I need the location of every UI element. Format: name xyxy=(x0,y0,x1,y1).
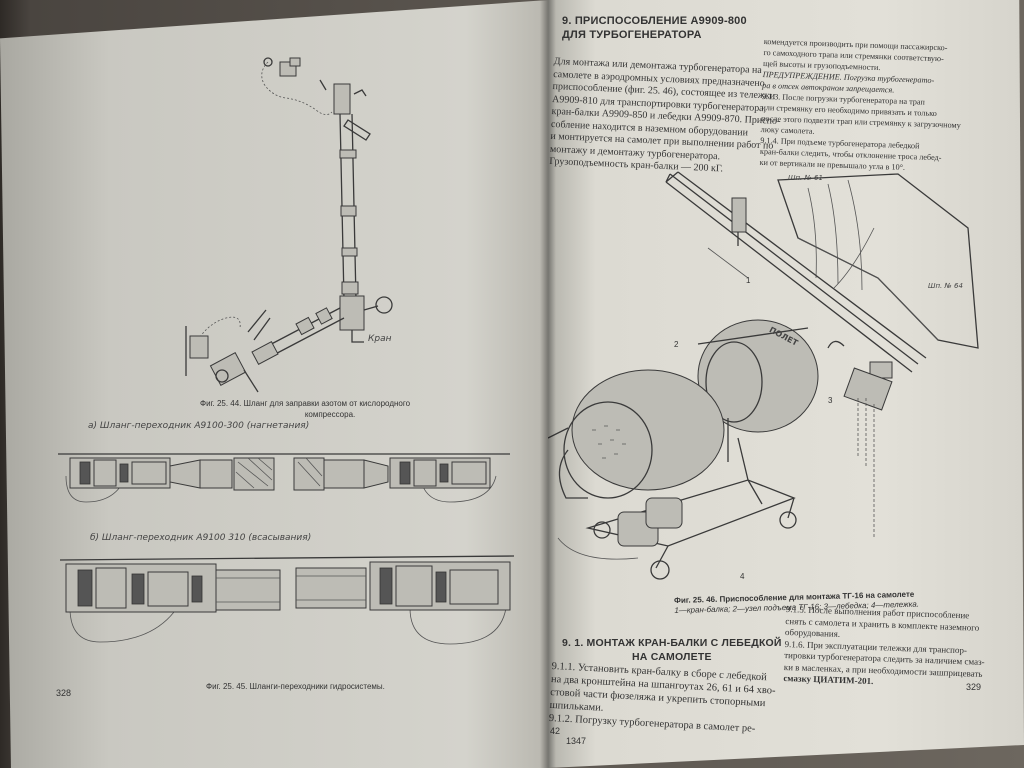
right-page: 9. ПРИСПОСОБЛЕНИЕ А9909-800 ДЛЯ ТУРБОГЕН… xyxy=(548,0,1024,768)
section2-title-line1: 9. 1. МОНТАЖ КРАН-БАЛКИ С ЛЕБЕДКОЙ xyxy=(562,637,782,649)
text-column-3: 9.1.1. Установить кран-балку в сборе с л… xyxy=(549,660,777,737)
fig44-caption-line2: компрессора. xyxy=(304,410,356,419)
section2-title: 9. 1. МОНТАЖ КРАН-БАЛКИ С ЛЕБЕДКОЙ НА СА… xyxy=(562,636,782,664)
footer-left-number: 42 xyxy=(550,726,560,736)
left-page: Кран Фиг. 25. 44. Шланг для заправки азо… xyxy=(0,0,548,768)
label-1: 1 xyxy=(746,276,751,285)
section2-title-line2: НА САМОЛЕТЕ xyxy=(632,651,712,663)
label-shp64: Шп. № 64 xyxy=(928,282,963,290)
label-4: 4 xyxy=(740,572,745,581)
fig46-turbogenerator-drawing xyxy=(548,171,979,580)
section-title: 9. ПРИСПОСОБЛЕНИЕ А9909-800 ДЛЯ ТУРБОГЕН… xyxy=(562,14,747,42)
label-3: 3 xyxy=(828,396,833,405)
hose-b-drawing xyxy=(59,555,515,645)
fig44-hose-drawing xyxy=(185,57,393,393)
left-page-number: 328 xyxy=(56,688,72,698)
label-shp61: Шп. № 61 xyxy=(788,174,823,182)
fig44-caption-line1: Фиг. 25. 44. Шланг для заправки азотом о… xyxy=(200,399,411,408)
section-title-line2: ДЛЯ ТУРБОГЕНЕРАТОРА xyxy=(562,29,702,41)
section-title-line1: 9. ПРИСПОСОБЛЕНИЕ А9909-800 xyxy=(562,15,747,27)
text-column-1: Для монтажа или демонтажа турбогенератор… xyxy=(549,56,783,178)
hose-a-label: а) Шланг-переходник А9100-300 (нагнетани… xyxy=(88,421,310,431)
hose-a-drawing xyxy=(58,453,510,503)
book-gutter xyxy=(540,0,556,768)
label-2: 2 xyxy=(674,340,679,349)
fig44-caption: Фиг. 25. 44. Шланг для заправки азотом о… xyxy=(200,398,410,420)
right-page-number: 329 xyxy=(966,682,982,692)
hose-b-label: б) Шланг-переходник А9100 310 (всасывани… xyxy=(90,533,312,543)
fig45-caption: Фиг. 25. 45. Шланги-переходники гидросис… xyxy=(206,682,385,691)
text-column-4: 9.1.5. После выполнения работ приспособл… xyxy=(783,604,986,691)
footer-print-code: 1347 xyxy=(566,736,587,746)
text-column-2: комендуется производить при помощи пасса… xyxy=(759,36,963,175)
fig44-label-kran: Кран xyxy=(368,334,392,344)
